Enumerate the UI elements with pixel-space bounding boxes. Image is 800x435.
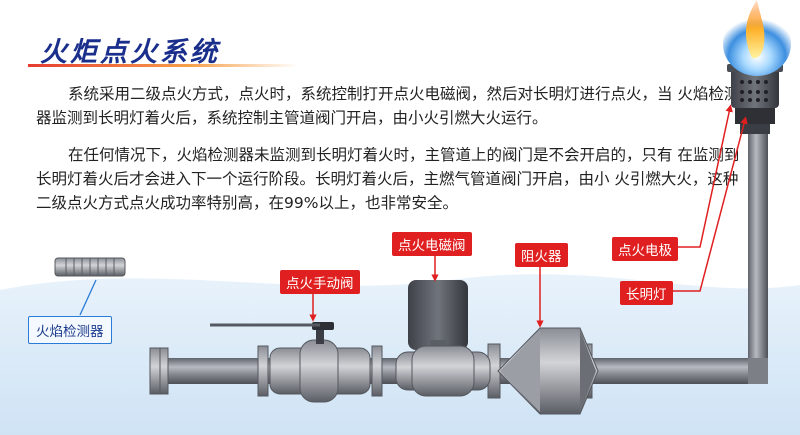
manual-valve [269, 322, 371, 403]
flame [723, 0, 791, 76]
label-flame-arrester: 阻火器 [515, 243, 568, 267]
paragraph-2-text: 在任何情况下，火焰检测器未监测到长明灯着火时，主管道上的阀门是不会开启的，只有 … [36, 146, 740, 212]
paragraph-1-text: 系统采用二级点火方式，点火时，系统控制打开点火电磁阀，然后对长明灯进行点火，当 … [36, 85, 740, 127]
title-underline [28, 64, 298, 67]
paragraph-2: 在任何情况下，火焰检测器未监测到长明灯着火时，主管道上的阀门是不会开启的，只有 … [36, 143, 741, 215]
label-solenoid-valve: 点火电磁阀 [392, 232, 472, 256]
page-title: 火炬点火系统 [40, 37, 220, 68]
solenoid-valve [395, 280, 491, 397]
callout-arrows [309, 104, 748, 328]
paragraph-1: 系统采用二级点火方式，点火时，系统控制打开点火电磁阀，然后对长明灯进行点火，当 … [36, 82, 741, 130]
flame-detector-device [54, 257, 126, 316]
label-pilot-light: 长明灯 [620, 281, 673, 305]
flame-arrester [497, 327, 599, 415]
riser-pipe [748, 100, 768, 384]
pipe-elbow [748, 358, 768, 384]
label-flame-detector: 火焰检测器 [28, 316, 112, 344]
label-ignition-electrode: 点火电极 [612, 237, 678, 261]
label-manual-valve: 点火手动阀 [280, 270, 360, 294]
